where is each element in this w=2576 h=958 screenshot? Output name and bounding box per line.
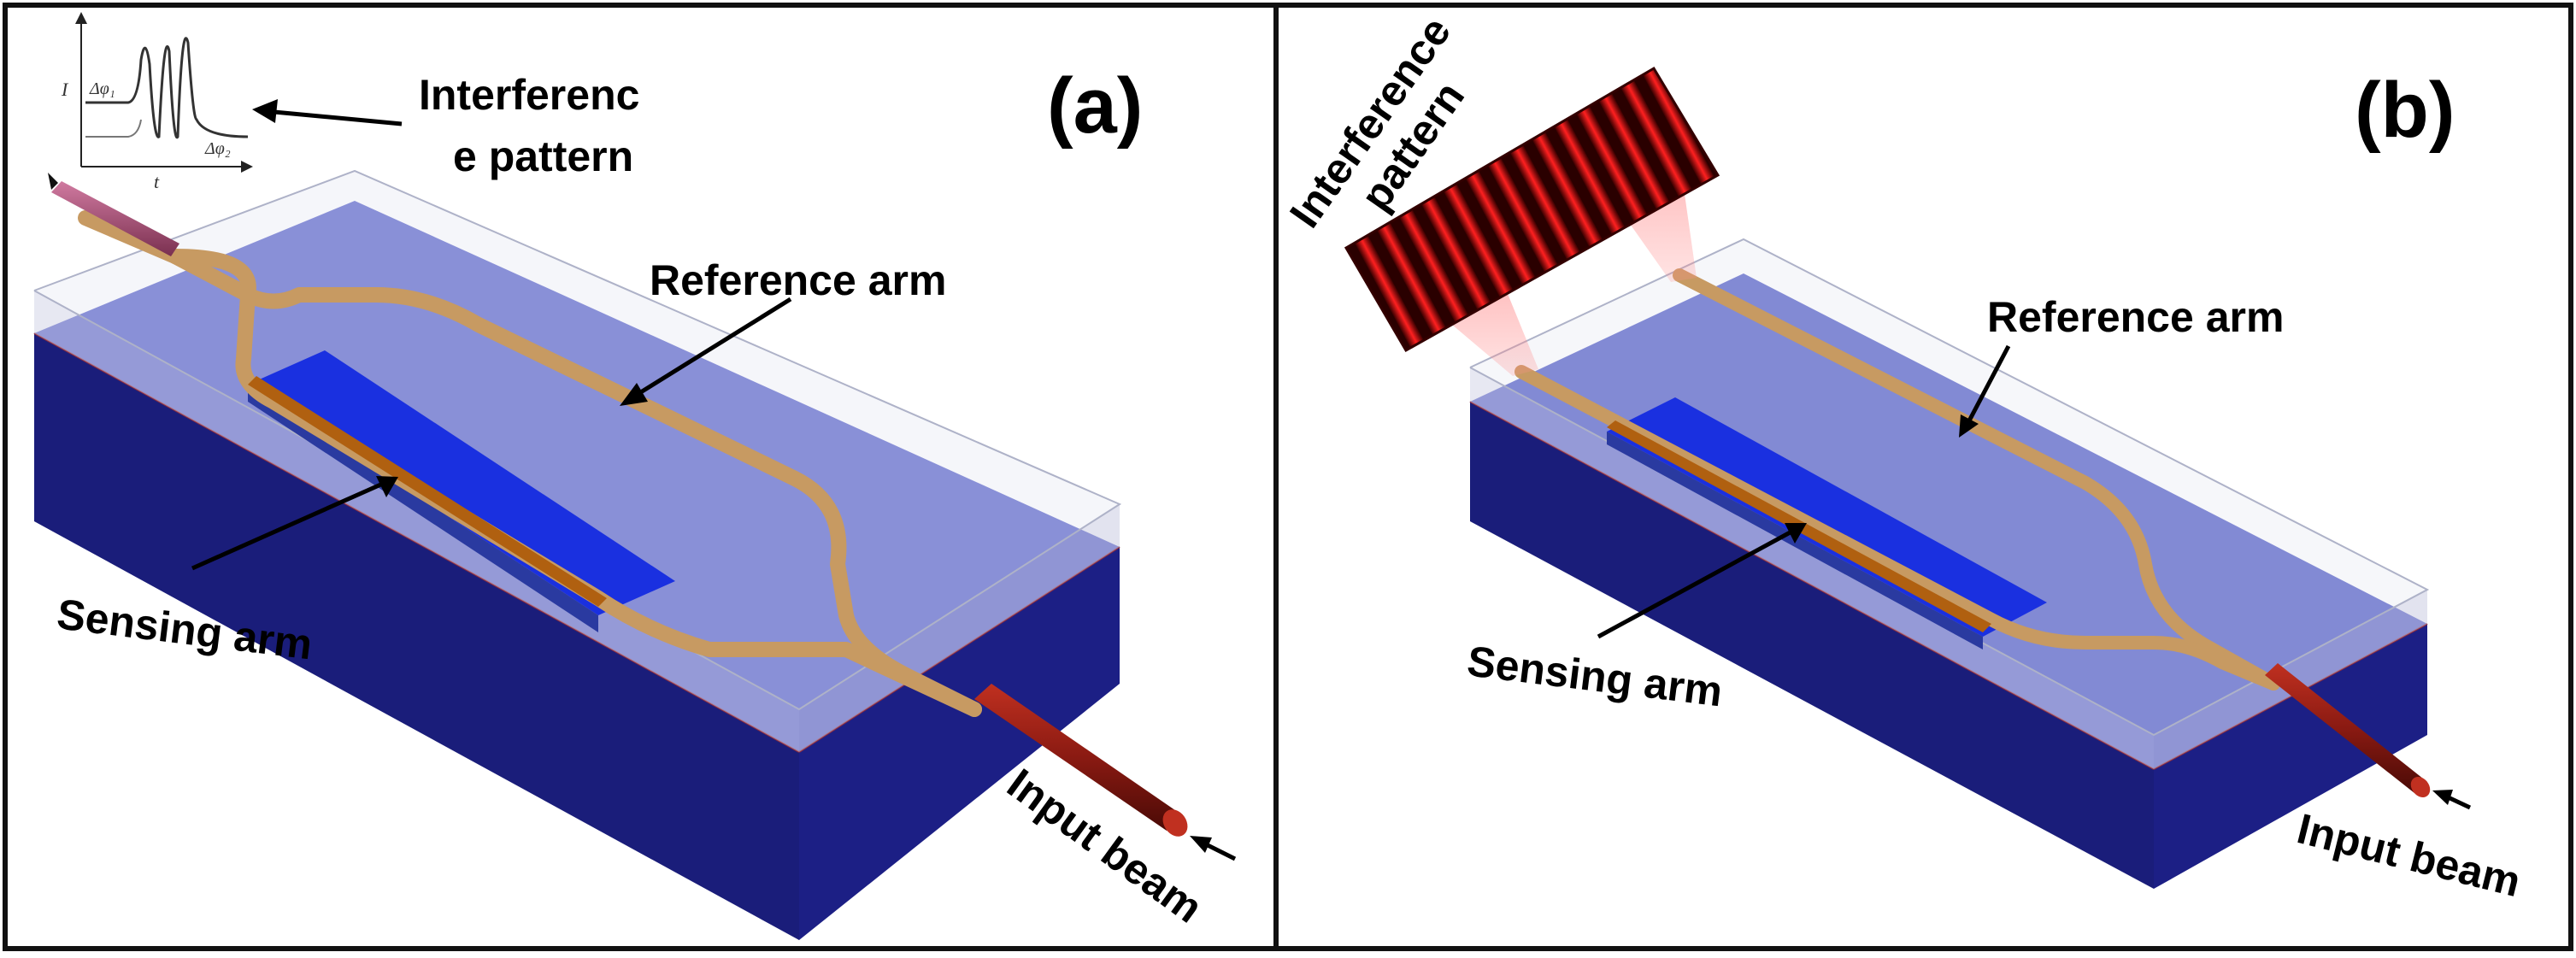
substrate-front-a <box>34 333 799 940</box>
panel-tag-a: (a) <box>1047 62 1143 150</box>
arrows-a <box>191 99 1237 861</box>
label-interference-a-1: Interferenc <box>419 71 639 119</box>
panel-b: Interference pattern (b) Reference arm S… <box>1280 9 2526 906</box>
label-interference-a-2: e pattern <box>453 132 633 180</box>
label-sensing-arm-b: Sensing arm <box>1465 637 1726 715</box>
cladding-top-b <box>1470 239 2427 735</box>
inset-x-axis: t <box>154 171 160 192</box>
sensing-window-b <box>1607 397 2047 637</box>
input-fiber-b <box>2265 663 2427 793</box>
inset-left-level: Δφ₁ <box>89 79 115 98</box>
figure-frame <box>3 3 2573 951</box>
label-input-beam-b: Input beam <box>2292 804 2525 906</box>
label-reference-arm-a: Reference arm <box>650 256 946 304</box>
inset-y-axis: I <box>61 79 69 100</box>
inset-right-level: Δφ₂ <box>204 139 231 158</box>
cladding-top-a <box>34 171 1120 709</box>
output-fiber-a <box>51 181 179 256</box>
panel-tag-b: (b) <box>2355 67 2455 154</box>
waveguide-b <box>1514 268 2280 691</box>
substrate-side-a <box>799 547 1120 940</box>
input-fiber-a <box>974 684 1184 831</box>
label-reference-arm-b: Reference arm <box>1987 293 2284 341</box>
interference-inset-a: I t Δφ₁ Δφ₂ <box>61 12 253 192</box>
arrows-b <box>1597 344 2472 810</box>
sensing-arm-bar-a <box>248 376 607 607</box>
substrate-side-b <box>2154 624 2427 889</box>
panel-a: I t Δφ₁ Δφ₂ Interferenc e pattern (a) Re… <box>33 12 1237 940</box>
fringe-screen-b <box>1344 66 1720 353</box>
sensing-window-a <box>248 350 675 615</box>
substrate-front-b <box>1470 402 2154 889</box>
waveguide-a <box>78 210 982 717</box>
